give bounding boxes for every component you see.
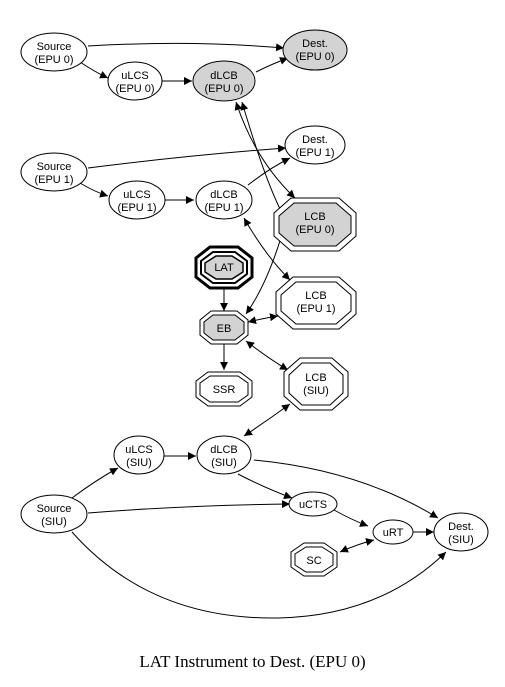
node-dlcb-siu: dLCB (SIU) bbox=[196, 435, 252, 475]
edge-dlcb-epu0-to-dest-epu0 bbox=[255, 57, 289, 73]
node-sublabel: (SIU) bbox=[211, 457, 237, 469]
edge-source-siu-to-ucts bbox=[87, 500, 291, 514]
node-ulcs-epu1: uLCS (EPU 1) bbox=[108, 180, 166, 220]
node-sublabel: (EPU 0) bbox=[34, 54, 73, 66]
node-sublabel: (EPU 1) bbox=[296, 303, 335, 315]
node-lcb-siu: LCB (SIU) bbox=[283, 357, 349, 411]
node-sublabel: (EPU 1) bbox=[204, 202, 243, 214]
node-label: Dest. bbox=[302, 134, 328, 146]
node-dest-epu0: Dest. (EPU 0) bbox=[282, 29, 348, 71]
edge-eb-to-lcb-epu1 bbox=[247, 313, 279, 325]
node-dlcb-epu0: dLCB (EPU 0) bbox=[192, 60, 256, 102]
node-lat: LAT bbox=[194, 245, 254, 290]
edge-ucts-to-urt bbox=[333, 509, 369, 527]
edge-source-epu1-to-dest-epu1 bbox=[87, 144, 287, 169]
node-label: uCTS bbox=[299, 499, 327, 511]
node-sublabel: (EPU 1) bbox=[117, 202, 156, 214]
edge-source-epu0-to-ulcs-epu0 bbox=[79, 61, 109, 79]
edge-source-siu-to-ulcs-siu bbox=[71, 467, 119, 499]
node-label: LCB bbox=[305, 290, 326, 302]
node-label: dLCB bbox=[210, 189, 238, 201]
node-label: Source bbox=[37, 41, 72, 53]
edge-source-epu1-to-ulcs-epu1 bbox=[79, 182, 109, 198]
node-label: EB bbox=[217, 323, 232, 335]
node-ulcs-siu: uLCS (SIU) bbox=[113, 435, 165, 475]
node-label: Source bbox=[37, 161, 72, 173]
edge-source-epu0-to-dest-epu0 bbox=[87, 42, 285, 52]
node-label: uRT bbox=[383, 527, 404, 539]
node-ulcs-epu0: uLCS (EPU 0) bbox=[107, 61, 163, 101]
node-source-epu1: Source (EPU 1) bbox=[20, 152, 88, 192]
edge-dlcb-epu1-to-lcb-epu1 bbox=[243, 217, 291, 281]
edge-dlcb-epu0-to-lcb-epu0 bbox=[234, 101, 296, 199]
node-lcb-epu1: LCB (EPU 1) bbox=[275, 276, 357, 330]
node-label: Dest. bbox=[448, 521, 474, 533]
node-label: dLCB bbox=[210, 70, 238, 82]
node-label: Dest. bbox=[302, 38, 328, 50]
node-sublabel: (EPU 1) bbox=[295, 147, 334, 159]
figure-caption: LAT Instrument to Dest. (EPU 0) bbox=[139, 652, 366, 671]
node-eb: EB bbox=[199, 310, 249, 345]
node-sublabel: (SIU) bbox=[448, 534, 474, 546]
node-label: uLCS bbox=[123, 189, 151, 201]
node-ucts: uCTS bbox=[288, 491, 338, 517]
edge-eb-to-lcb-siu bbox=[245, 340, 289, 371]
node-sublabel: (EPU 0) bbox=[295, 224, 334, 236]
nodes: Source (EPU 0) Dest. (EPU 0) uLCS (EPU 0… bbox=[20, 29, 489, 577]
edge-dlcb-epu1-to-dest-epu1 bbox=[247, 157, 291, 186]
edge-dlcb-siu-to-lcb-siu bbox=[243, 403, 291, 437]
edge-source-siu-to-dest-siu bbox=[71, 531, 447, 619]
node-lcb-epu0: LCB (EPU 0) bbox=[273, 197, 357, 252]
node-label: dLCB bbox=[210, 444, 238, 456]
node-source-epu0: Source (EPU 0) bbox=[20, 32, 88, 72]
edge-dlcb-siu-to-ucts bbox=[237, 473, 293, 499]
node-urt: uRT bbox=[372, 519, 414, 545]
edge-sc-to-urt bbox=[339, 538, 375, 553]
node-label: uLCS bbox=[125, 444, 153, 456]
node-sublabel: (SIU) bbox=[126, 457, 152, 469]
node-dest-siu: Dest. (SIU) bbox=[433, 512, 489, 552]
node-ssr: SSR bbox=[195, 371, 253, 407]
node-sublabel: (EPU 0) bbox=[115, 83, 154, 95]
edge-dlcb-siu-to-dest-siu bbox=[253, 459, 439, 519]
node-sublabel: (EPU 1) bbox=[34, 174, 73, 186]
node-dest-epu1: Dest. (EPU 1) bbox=[284, 125, 346, 165]
node-label: SC bbox=[306, 555, 321, 567]
node-source-siu: Source (SIU) bbox=[20, 494, 88, 534]
node-sublabel: (EPU 0) bbox=[204, 83, 243, 95]
node-dlcb-epu1: dLCB (EPU 1) bbox=[195, 180, 253, 220]
node-sc: SC bbox=[290, 542, 338, 577]
node-label: Source bbox=[37, 503, 72, 515]
node-sublabel: (SIU) bbox=[303, 385, 329, 397]
node-sublabel: (EPU 0) bbox=[295, 51, 334, 63]
node-sublabel: (SIU) bbox=[41, 516, 67, 528]
node-label: uLCS bbox=[121, 70, 149, 82]
node-label: SSR bbox=[213, 384, 236, 396]
node-label: LAT bbox=[214, 262, 234, 274]
node-label: LCB bbox=[305, 372, 326, 384]
node-label: LCB bbox=[304, 211, 325, 223]
